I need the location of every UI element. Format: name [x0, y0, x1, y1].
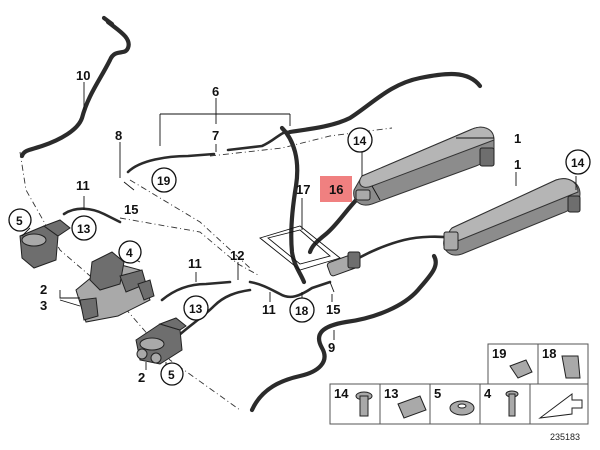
canister-lower: [443, 178, 581, 256]
screw-icon-4: [505, 390, 519, 417]
legend-5: 5: [434, 386, 441, 401]
svg-text:14: 14: [353, 134, 367, 148]
svg-text:19: 19: [157, 174, 171, 188]
callout-7: 7: [212, 128, 219, 143]
legend-19: 19: [492, 346, 506, 361]
callout-9: 9: [328, 340, 335, 355]
hose-7: [126, 152, 216, 174]
callout-17: 17: [296, 182, 310, 197]
bolt-15-left: [123, 181, 135, 191]
hose-valve-lower: [174, 288, 252, 340]
hose-10-end: [101, 15, 115, 27]
bolt-icon-14: [355, 391, 373, 417]
callout-3: 3: [40, 298, 47, 313]
callout-16: 16: [329, 182, 343, 197]
valve-upper-left: [19, 219, 71, 269]
callout-14-lower: 14: [565, 149, 591, 175]
connector-16: [355, 189, 371, 201]
callout-11-top: 11: [76, 178, 90, 193]
clip-icon-18: [561, 355, 581, 379]
svg-text:13: 13: [189, 302, 203, 316]
svg-text:5: 5: [168, 368, 175, 382]
hose-11-mid: [160, 280, 232, 302]
callout-11-mid: 11: [188, 256, 202, 271]
hose-7b: [226, 130, 292, 152]
hose-10: [19, 19, 131, 159]
dash-line-c: [129, 179, 251, 269]
svg-text:18: 18: [295, 304, 309, 318]
callout-18: 18: [289, 297, 315, 323]
legend-14: 14: [334, 386, 349, 401]
callout-13-mid: 13: [183, 295, 209, 321]
hose-17: [279, 125, 307, 285]
callout-14-upper: 14: [347, 127, 373, 153]
canister-upper: [353, 126, 495, 206]
hose-lower-canister: [350, 235, 458, 264]
hose-11-top: [62, 207, 122, 224]
svg-text:4: 4: [126, 246, 133, 260]
legend-13: 13: [384, 386, 398, 401]
callout-8: 8: [115, 128, 122, 143]
callout-6: 6: [212, 84, 219, 99]
diagram-number: 235183: [550, 432, 580, 442]
callout-12: 12: [230, 248, 244, 263]
callout-16-highlight: [320, 176, 352, 202]
legend: 19 18 14 13 5 4: [329, 343, 589, 425]
callout-19: 19: [151, 167, 177, 193]
callout-15-left: 15: [124, 202, 138, 217]
nut-icon-5: [449, 400, 475, 416]
connector-15-right: [326, 251, 361, 277]
svg-text:13: 13: [77, 222, 91, 236]
svg-text:5: 5: [16, 214, 23, 228]
callout-5-upper: 5: [8, 208, 32, 232]
callout-13-top: 13: [71, 215, 97, 241]
callout-2-lower: 2: [138, 370, 145, 385]
legend-4: 4: [484, 386, 492, 401]
valve-lower: [135, 317, 187, 365]
callout-2-upper: 2: [40, 282, 47, 297]
hose-upper: [287, 71, 483, 135]
arrow-icon: [538, 393, 583, 419]
callout-1-lower: 1: [514, 157, 521, 172]
hose-9: [249, 253, 438, 413]
clip-icon-19: [509, 359, 533, 379]
callout-5-lower: 5: [160, 362, 184, 386]
clip-icon-13: [397, 395, 427, 419]
dash-line-b: [119, 217, 261, 277]
bolt-15-right: [329, 281, 335, 293]
pipe-frame-inner: [267, 229, 331, 265]
hose-11-right: [248, 280, 332, 299]
bracket-3: [75, 251, 155, 323]
hose-16: [307, 193, 363, 255]
callout-10: 10: [76, 68, 90, 83]
callout-11-bottom: 11: [262, 302, 276, 317]
callout-1-upper: 1: [514, 131, 521, 146]
callout-15-right: 15: [326, 302, 340, 317]
callout-4: 4: [118, 240, 142, 264]
svg-text:14: 14: [571, 156, 585, 170]
legend-18: 18: [542, 346, 556, 361]
pipe-frame: [259, 225, 341, 271]
